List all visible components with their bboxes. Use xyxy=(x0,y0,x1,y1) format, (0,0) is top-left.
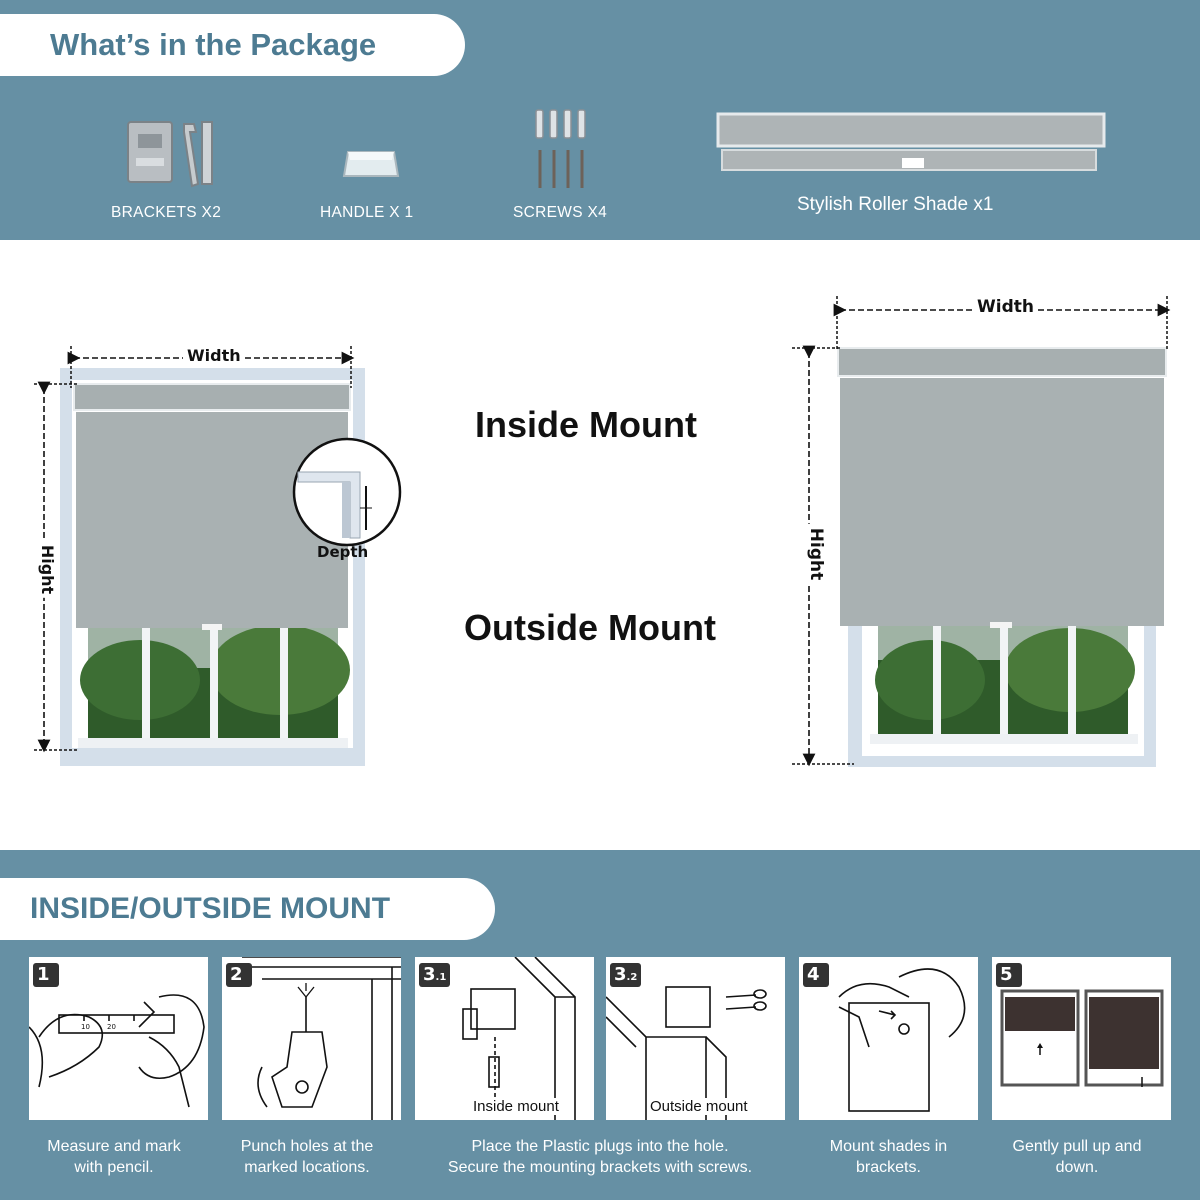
step-caption-line: brackets. xyxy=(856,1159,921,1176)
step-caption-line: Punch holes at the xyxy=(240,1138,374,1155)
step-caption-4: Mount shades in brackets. xyxy=(799,1136,978,1178)
step-number: 2 xyxy=(226,963,252,987)
svg-text:20: 20 xyxy=(107,1023,116,1031)
step-caption-5: Gently pull up and down. xyxy=(992,1136,1162,1178)
roller-shade-icon xyxy=(716,112,1106,171)
bracket-icon xyxy=(127,121,213,188)
step-caption-line: Place the Plastic plugs into the hole. xyxy=(471,1138,729,1155)
screw-icon xyxy=(535,109,586,188)
bracket-outside-icon xyxy=(606,986,767,1120)
width-label: Width xyxy=(973,297,1038,317)
step-caption-line: down. xyxy=(1055,1159,1099,1176)
outside-mount-title: Outside Mount xyxy=(464,607,716,648)
step-number: 1 xyxy=(33,963,59,987)
measure-icon: 10 20 xyxy=(29,994,205,1108)
step-card-2: 2 xyxy=(222,957,401,1120)
step-caption-line: Mount shades in xyxy=(829,1138,948,1155)
step-card-5: 5 xyxy=(992,957,1171,1120)
svg-text:10: 10 xyxy=(81,1023,90,1031)
handle-icon xyxy=(342,151,400,177)
step-caption-line: Measure and mark xyxy=(47,1138,181,1155)
step-number: 3.1 xyxy=(419,963,451,987)
inside-mount-title: Inside Mount xyxy=(475,404,697,445)
step-card-text: Inside mount xyxy=(473,1098,559,1115)
step-caption-2: Punch holes at the marked locations. xyxy=(222,1136,392,1178)
pull-shade-icon xyxy=(1000,989,1164,1087)
package-item-label: HANDLE X 1 xyxy=(320,204,414,221)
step-caption-1: Measure and mark with pencil. xyxy=(29,1136,199,1178)
step-card-text: Outside mount xyxy=(650,1098,748,1115)
installation-title: INSIDE/OUTSIDE MOUNT xyxy=(30,892,391,925)
step-card-1: 1 10 20 xyxy=(29,957,208,1120)
step-card-3-2: 3.2 Outside mount xyxy=(606,957,785,1120)
depth-label: Depth xyxy=(317,543,369,561)
inside-mount-diagram xyxy=(34,346,402,766)
height-label: Hight xyxy=(38,540,58,599)
mount-shade-icon xyxy=(838,968,966,1112)
installation-title-pill: INSIDE/OUTSIDE MOUNT xyxy=(0,878,495,940)
height-label: Hight xyxy=(806,523,827,585)
step-card-3-1: 3.1 Inside mount xyxy=(415,957,594,1120)
step-number: 5 xyxy=(996,963,1022,987)
package-item-label: SCREWS X4 xyxy=(513,204,607,221)
step-number: 3.2 xyxy=(610,963,642,987)
package-title: What’s in the Package xyxy=(50,27,377,62)
width-label: Width xyxy=(183,346,245,365)
step-caption-line: Gently pull up and xyxy=(1012,1138,1142,1155)
step-caption-line: Secure the mounting brackets with screws… xyxy=(447,1159,753,1176)
drill-icon xyxy=(242,957,401,1120)
step-number: 4 xyxy=(803,963,829,987)
step-caption-line: marked locations. xyxy=(244,1159,370,1176)
step-caption-line: with pencil. xyxy=(74,1159,154,1176)
outside-mount-diagram xyxy=(792,296,1171,767)
package-title-pill: What’s in the Package xyxy=(0,14,465,76)
step-caption-3: Place the Plastic plugs into the hole. S… xyxy=(415,1136,785,1178)
bracket-inside-icon xyxy=(462,957,576,1120)
package-item-label: Stylish Roller Shade x1 xyxy=(797,194,994,215)
package-item-label: BRACKETS X2 xyxy=(111,204,222,221)
step-card-4: 4 xyxy=(799,957,978,1120)
